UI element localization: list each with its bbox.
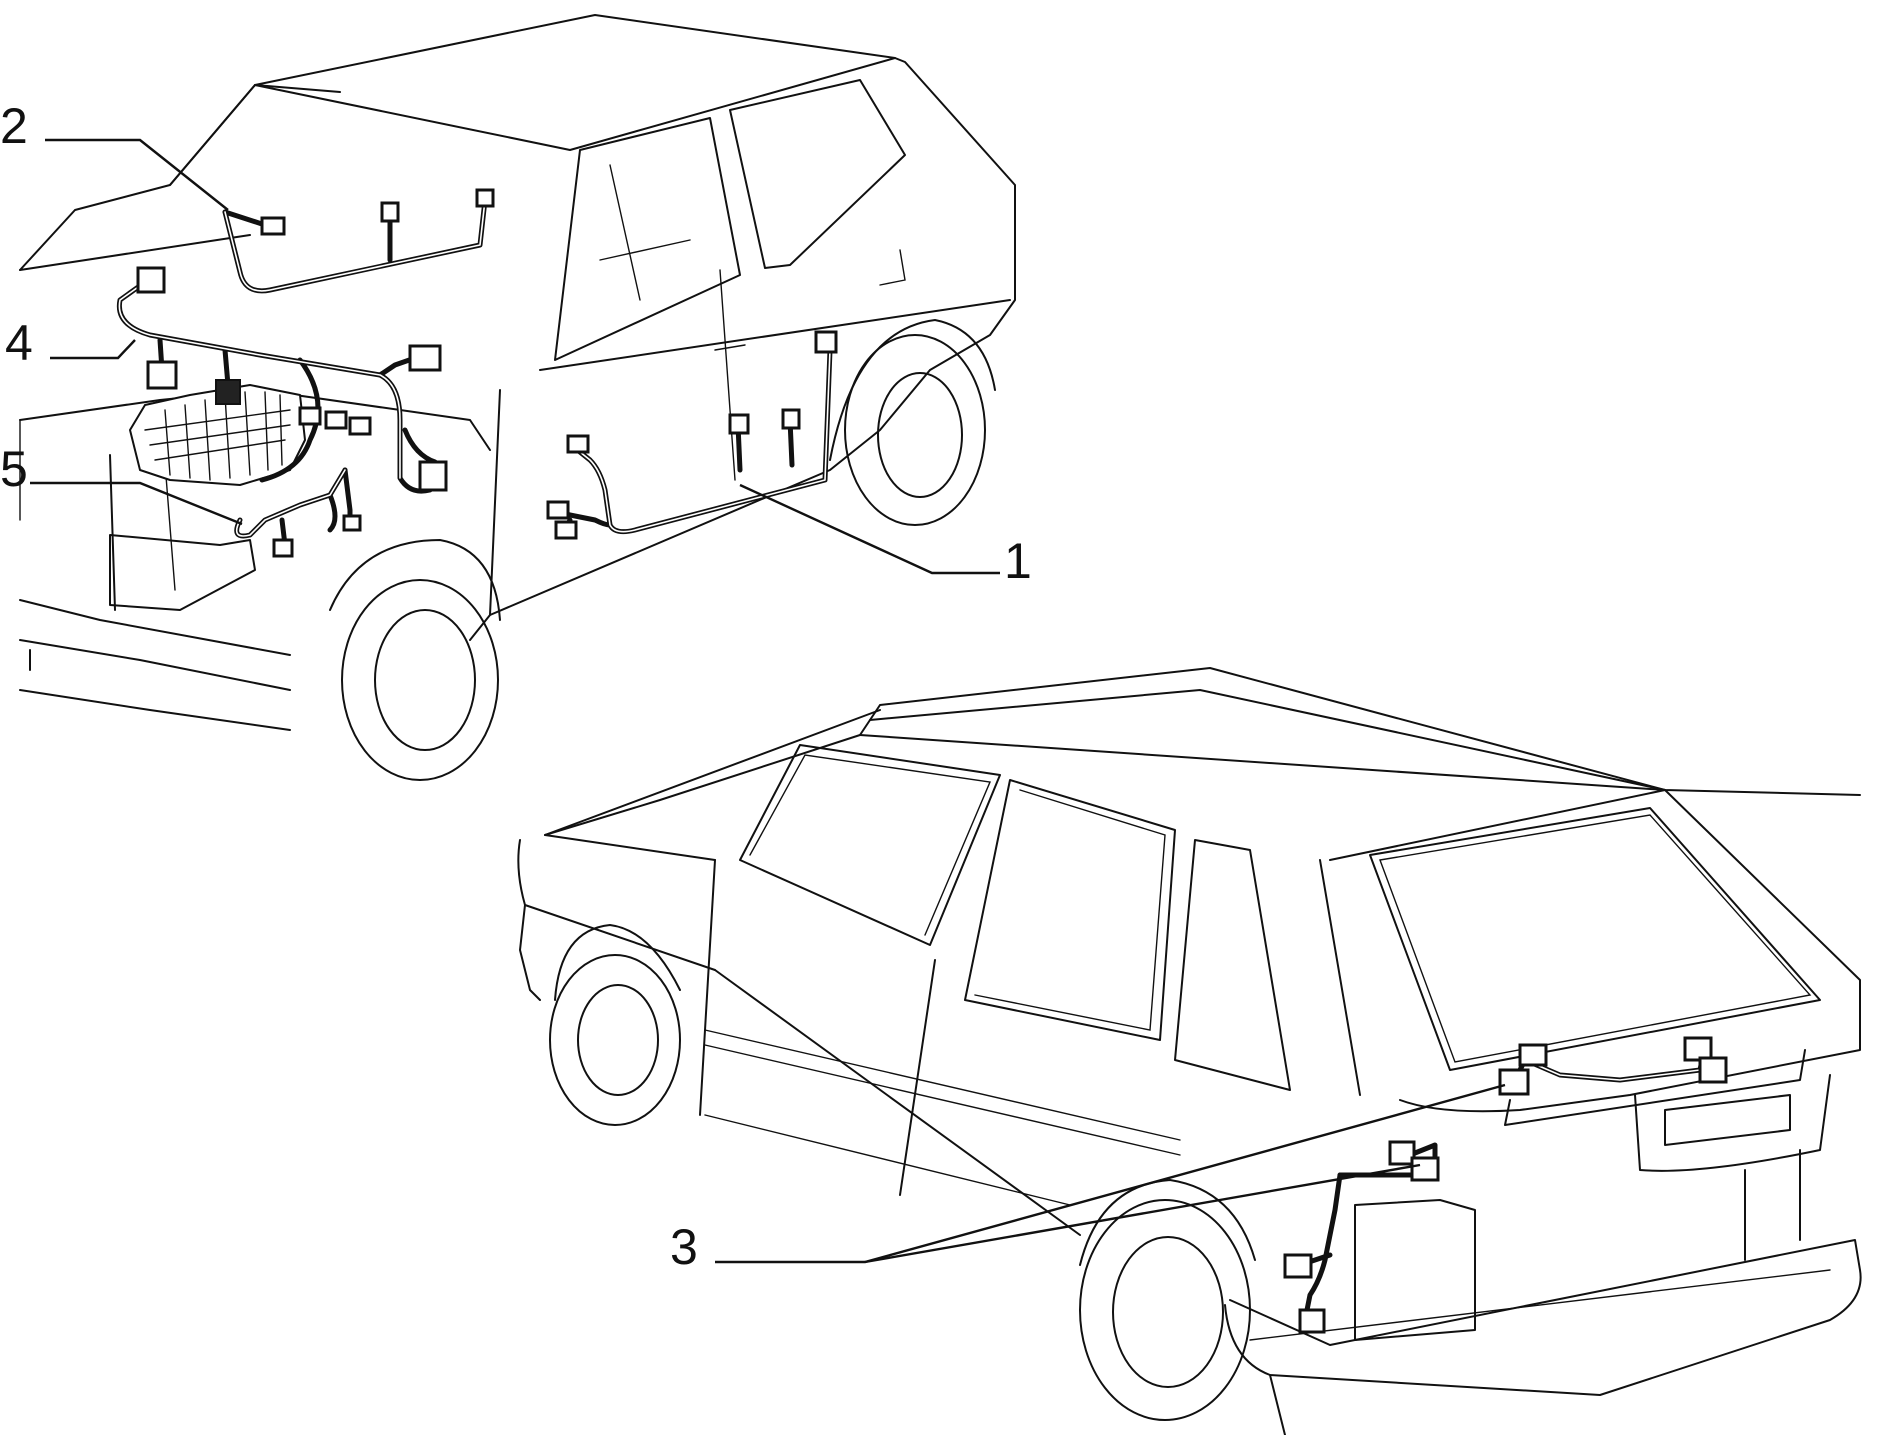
leader-4 bbox=[50, 339, 136, 360]
callout-5: 5 bbox=[0, 441, 28, 497]
harness-3-connector bbox=[1498, 1068, 1530, 1096]
callout-2: 2 bbox=[0, 98, 28, 154]
harness-5-connector bbox=[342, 514, 362, 532]
callout-leaders bbox=[30, 138, 1506, 1264]
harness-3 bbox=[1283, 1036, 1728, 1334]
harness-3-connector bbox=[1410, 1156, 1440, 1182]
harness-1-connector bbox=[554, 520, 578, 540]
harness-4-connector bbox=[146, 360, 178, 390]
callout-1: 1 bbox=[1004, 533, 1032, 589]
harness-3-connector bbox=[1388, 1140, 1416, 1166]
harness-1-connector bbox=[728, 413, 750, 435]
harness-4-connector bbox=[215, 379, 241, 405]
harness-1 bbox=[546, 330, 838, 540]
rear-car-illustration bbox=[517, 667, 1862, 1435]
harness-3-connector bbox=[1683, 1036, 1713, 1062]
engine-block bbox=[129, 384, 306, 486]
harness-4-connector bbox=[324, 410, 348, 430]
harness-4-connector bbox=[418, 460, 448, 492]
harness-3-connector bbox=[1698, 1056, 1728, 1084]
callout-3: 3 bbox=[670, 1219, 698, 1275]
harness-4-connector bbox=[298, 406, 322, 426]
harness-5-connector bbox=[272, 538, 294, 558]
harness-4-connector bbox=[408, 344, 442, 372]
harness-1-connector bbox=[814, 330, 838, 354]
harness-3-connector bbox=[1283, 1253, 1313, 1279]
leader-2 bbox=[45, 138, 229, 211]
harness-2-connector bbox=[380, 201, 400, 223]
harness-2-connector bbox=[260, 216, 286, 236]
harness-2 bbox=[222, 188, 495, 294]
callout-labels: 1 2 3 4 5 bbox=[0, 98, 1032, 1275]
harness-3-connector bbox=[1518, 1043, 1548, 1067]
front-car-illustration bbox=[19, 14, 1016, 781]
harness-1-connector bbox=[546, 500, 570, 520]
harness-4-connector bbox=[136, 266, 166, 294]
harness-4 bbox=[116, 266, 448, 494]
harness-3-connector bbox=[1298, 1308, 1326, 1334]
harness-1-connector bbox=[566, 434, 590, 454]
harness-5 bbox=[234, 467, 362, 558]
harness-2-connector bbox=[475, 188, 495, 208]
callout-4: 4 bbox=[5, 315, 33, 371]
harness-1-connector bbox=[781, 408, 801, 430]
leader-1 bbox=[739, 483, 1000, 575]
leader-5 bbox=[30, 481, 243, 526]
leader-3b bbox=[864, 1163, 1421, 1264]
harness-4-connector bbox=[348, 416, 372, 436]
